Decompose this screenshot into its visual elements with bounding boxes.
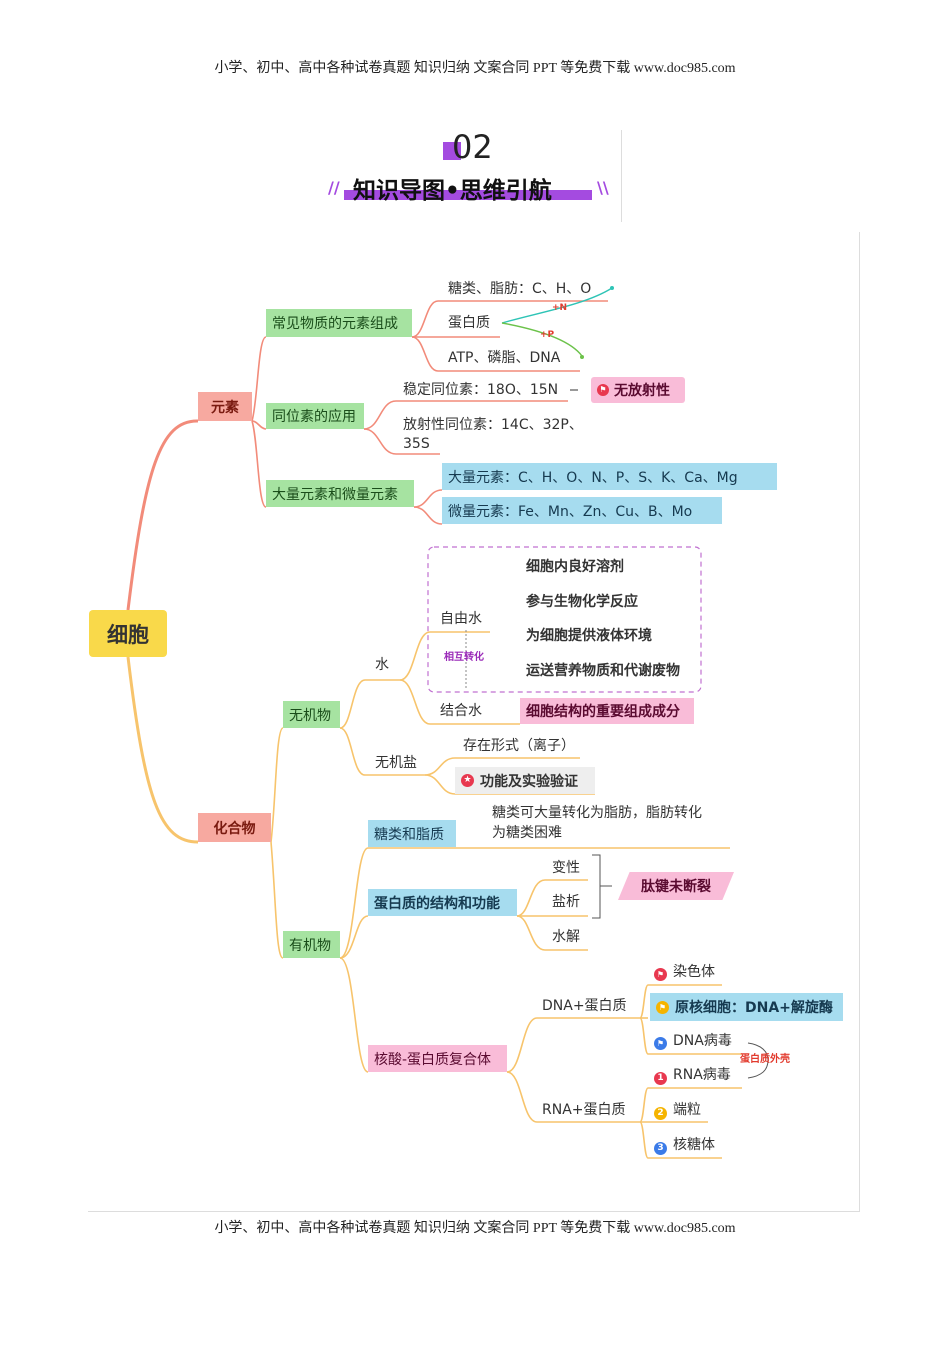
ribosome-item: 3 核糖体 — [654, 1138, 715, 1155]
atp-elements: ATP、磷脂、DNA — [448, 350, 561, 366]
section-title: 知识导图•思维引航 — [353, 178, 552, 204]
protein-structure-node: 蛋白质的结构和功能 — [368, 889, 517, 916]
free-water-func-3: 为细胞提供液体环境 — [526, 628, 652, 644]
prokaryote-tag: ⚑ 原核细胞：DNA+解旋酶 — [650, 993, 843, 1021]
stable-isotope: 稳定同位素：18O、15N — [403, 382, 559, 398]
organic-node: 有机物 — [283, 931, 340, 958]
chromosome-item: ⚑ 染色体 — [654, 965, 715, 981]
free-water-label: 自由水 — [440, 611, 482, 627]
yuansu-node: 元素 — [198, 392, 252, 421]
no-radiation-label: 无放射性 — [614, 383, 670, 399]
inorganic-node: 无机物 — [283, 701, 340, 728]
free-water-func-4: 运送营养物质和代谢废物 — [526, 663, 680, 679]
ribosome-label: 核糖体 — [673, 1137, 715, 1153]
sugar-note-line1: 糖类可大量转化为脂肪，脂肪转化 — [492, 805, 702, 821]
rna-virus-label: RNA病毒 — [673, 1067, 731, 1083]
micro-elements: 微量元素：Fe、Mn、Zn、Cu、B、Mo — [442, 497, 722, 524]
inorganic-salt-label: 无机盐 — [375, 755, 417, 771]
peptide-bond-tag: 肽键未断裂 — [618, 872, 734, 900]
free-water-func-1: 细胞内良好溶剂 — [526, 559, 624, 575]
sugar-note-line2: 为糖类困难 — [492, 825, 562, 841]
radio-isotope-line2: 35S — [403, 436, 430, 452]
water-label: 水 — [375, 657, 389, 673]
map-frame-edge — [859, 232, 860, 1212]
macro-micro-node: 大量元素和微量元素 — [266, 480, 414, 507]
slash-left-icon: // — [328, 178, 340, 197]
flag-icon: ⚑ — [656, 1000, 669, 1014]
free-water-func-2: 参与生物化学反应 — [526, 594, 638, 610]
mutual-conversion-label: 相互转化 — [444, 652, 484, 663]
rna-virus-item: 1 RNA病毒 — [654, 1068, 731, 1085]
rna-protein-label: RNA+蛋白质 — [542, 1102, 626, 1118]
no-radiation-tag: ⚑ 无放射性 — [591, 377, 685, 403]
footer-divider — [88, 1211, 860, 1212]
page-header: 小学、初中、高中各种试卷真题 知识归纳 文案合同 PPT 等免费下载 www.d… — [214, 61, 736, 76]
section-title-underline — [344, 190, 592, 200]
dna-protein-label: DNA+蛋白质 — [542, 998, 627, 1014]
bound-water-label: 结合水 — [440, 703, 482, 719]
nucleic-protein-node: 核酸-蛋白质复合体 — [368, 1045, 507, 1072]
chromosome-label: 染色体 — [673, 964, 715, 980]
page-footer: 小学、初中、高中各种试卷真题 知识归纳 文案合同 PPT 等免费下载 www.d… — [214, 1221, 736, 1236]
isotope-node: 同位素的应用 — [266, 403, 364, 429]
plus-n-label: +N — [552, 303, 568, 313]
flag-icon: ⚑ — [597, 384, 609, 396]
title-divider — [621, 130, 622, 222]
salt-form: 存在形式（离子） — [463, 738, 575, 754]
radio-isotope-line1: 放射性同位素：14C、32P、 — [403, 417, 583, 433]
salt-function-tag: ★ 功能及实验验证 — [455, 767, 595, 794]
sugar-fat-elements: 糖类、脂肪：C、H、O — [448, 281, 592, 297]
hydrolysis-label: 水解 — [552, 929, 580, 945]
root-node: 细胞 — [89, 610, 167, 657]
section-number-accent — [443, 142, 461, 160]
denature-label: 变性 — [552, 860, 580, 876]
dna-virus-label: DNA病毒 — [673, 1033, 732, 1049]
protein-label: 蛋白质 — [448, 315, 490, 331]
protein-shell-label: 蛋白质外壳 — [740, 1054, 790, 1065]
telomere-label: 端粒 — [673, 1102, 701, 1118]
dna-virus-item: ⚑ DNA病毒 — [654, 1034, 732, 1050]
flag-icon: ⚑ — [654, 968, 667, 981]
number-1-icon: 1 — [654, 1072, 667, 1085]
slash-right-icon: \\ — [597, 178, 609, 197]
plus-p-label: +P — [540, 330, 555, 340]
salting-label: 盐析 — [552, 894, 580, 910]
macro-elements: 大量元素：C、H、O、N、P、S、K、Ca、Mg — [442, 463, 777, 490]
telomere-item: 2 端粒 — [654, 1103, 701, 1120]
sugar-lipid-node: 糖类和脂质 — [368, 820, 456, 847]
star-icon: ★ — [461, 774, 474, 787]
salt-function-label: 功能及实验验证 — [480, 773, 578, 790]
section-number: 02 — [452, 128, 493, 166]
flag-icon: ⚑ — [654, 1037, 667, 1050]
huahewu-node: 化合物 — [198, 813, 271, 842]
common-elements-node: 常见物质的元素组成 — [266, 309, 412, 337]
number-3-icon: 3 — [654, 1142, 667, 1155]
prokaryote-label: 原核细胞：DNA+解旋酶 — [675, 1000, 833, 1016]
bound-water-func: 细胞结构的重要组成成分 — [520, 698, 694, 724]
number-2-icon: 2 — [654, 1107, 667, 1120]
